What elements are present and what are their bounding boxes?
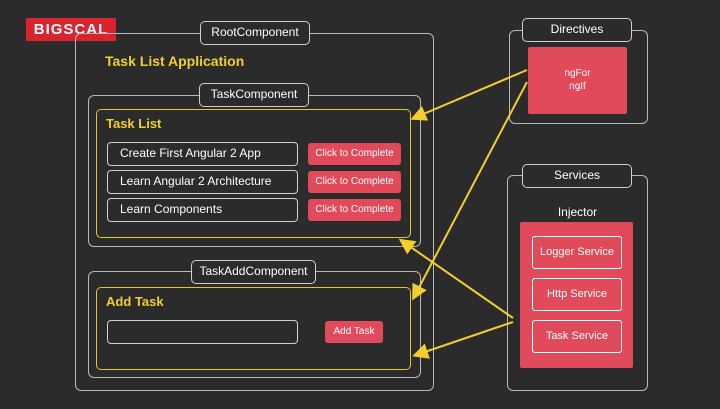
directive-ngfor: ngFor (564, 68, 591, 79)
directive-ngif: ngIf (569, 81, 586, 92)
injector-title: Injector (557, 205, 598, 219)
task-add-component-label: TaskAddComponent (191, 260, 316, 284)
services-label: Services (522, 164, 632, 188)
logger-service: Logger Service (532, 236, 622, 269)
task-item-3: Learn Components (107, 198, 298, 222)
task-item-1: Create First Angular 2 App (107, 142, 298, 166)
complete-button-3[interactable]: Click to Complete (308, 199, 401, 221)
directives-label: Directives (522, 18, 632, 42)
task-component-label: TaskComponent (199, 83, 309, 107)
root-component-label: RootComponent (200, 21, 310, 45)
add-task-button[interactable]: Add Task (325, 321, 383, 343)
complete-button-2[interactable]: Click to Complete (308, 171, 401, 193)
arrow-directives-to-add-task (412, 81, 528, 301)
arrow-services-to-add-task (412, 321, 514, 359)
complete-button-1[interactable]: Click to Complete (308, 143, 401, 165)
task-list-title: Task List (106, 116, 162, 131)
task-input[interactable] (107, 320, 298, 344)
add-task-panel (96, 287, 411, 370)
arrow-services-to-task-list (398, 238, 514, 319)
arrow-directives-to-task-list (410, 69, 528, 121)
add-task-title: Add Task (106, 294, 164, 309)
task-list-panel (96, 109, 411, 238)
directives-box: ngFor ngIf (528, 47, 627, 114)
task-service: Task Service (532, 320, 622, 353)
task-item-2: Learn Angular 2 Architecture (107, 170, 298, 194)
http-service: Http Service (532, 278, 622, 311)
app-title: Task List Application (105, 53, 245, 69)
